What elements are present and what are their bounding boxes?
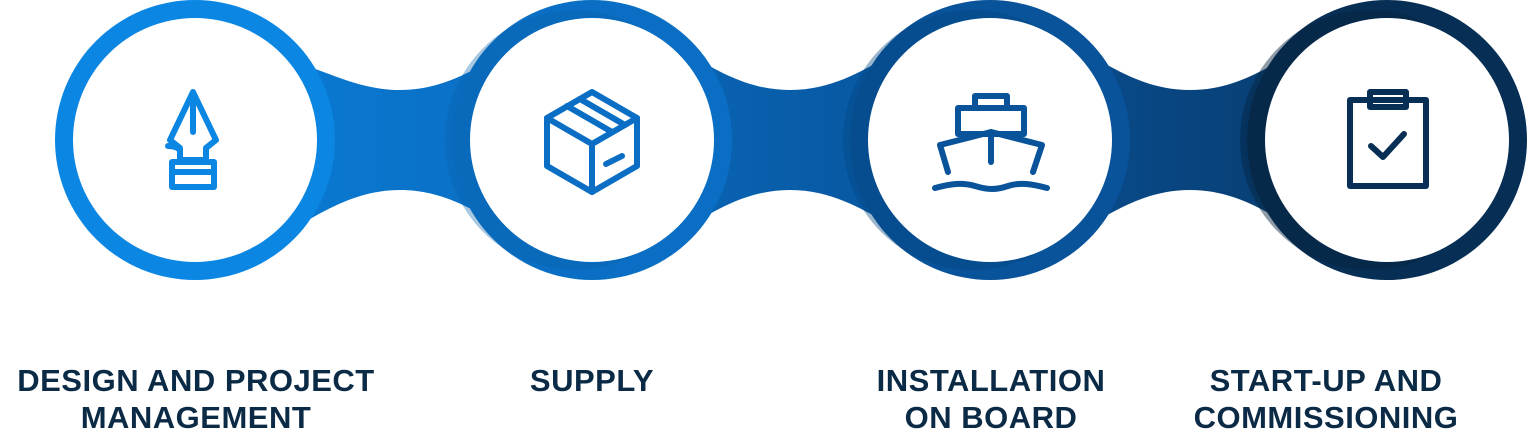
step-4-node xyxy=(1240,0,1527,280)
step-4-label: START-UP AND COMMISSIONING xyxy=(1116,362,1536,436)
step-1-label-line1: DESIGN AND PROJECT xyxy=(17,363,375,398)
step-3-label-line1: INSTALLATION xyxy=(876,363,1106,398)
step-2-label-line1: SUPPLY xyxy=(529,363,655,398)
ribbon-band xyxy=(195,20,1385,260)
step-2-label: SUPPLY xyxy=(382,362,802,399)
step-3-label-line2: ON BOARD xyxy=(904,400,1078,435)
step-4-label-line1: START-UP AND xyxy=(1209,363,1443,398)
step-4-label-line2: COMMISSIONING xyxy=(1193,400,1459,435)
ship-icon xyxy=(932,93,1050,192)
box-icon xyxy=(544,89,640,195)
step-2-node xyxy=(445,0,732,280)
step-1-label-line2: MANAGEMENT xyxy=(80,400,312,435)
step-3-node xyxy=(843,0,1130,280)
process-ribbon xyxy=(55,0,1527,280)
clipboard-check-icon xyxy=(1347,89,1429,189)
step-1-node xyxy=(55,0,335,280)
pen-nib-icon xyxy=(165,89,219,190)
step-1-label: DESIGN AND PROJECT MANAGEMENT xyxy=(0,362,406,436)
step-3-label: INSTALLATION ON BOARD xyxy=(781,362,1201,436)
